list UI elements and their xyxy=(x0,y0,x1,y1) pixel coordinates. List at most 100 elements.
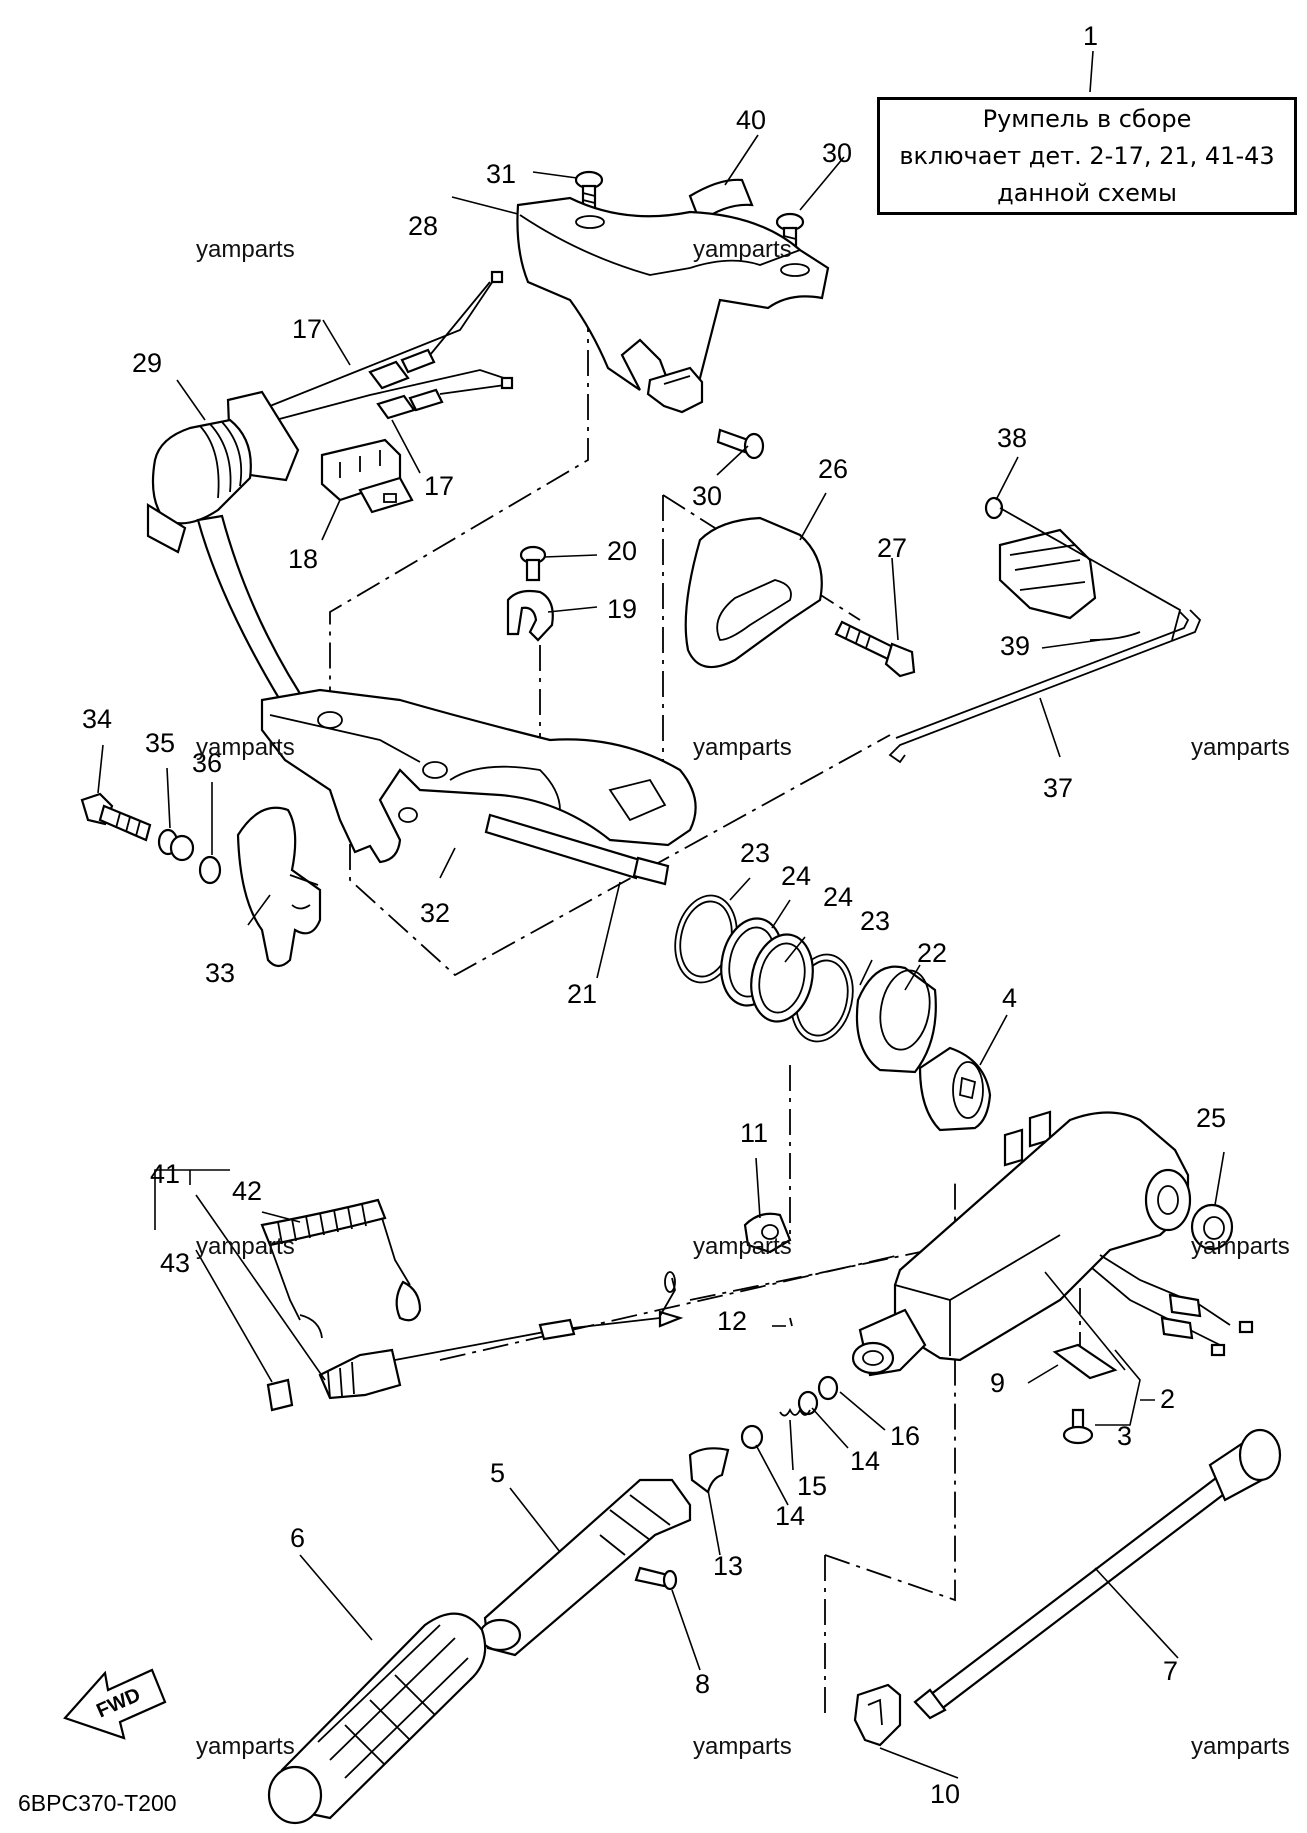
part-25-washer xyxy=(1190,1203,1234,1251)
watermark: yamparts xyxy=(693,734,792,761)
callout-17-bottom: 17 xyxy=(424,471,454,501)
callout-4: 4 xyxy=(1002,983,1017,1013)
callout-14-right: 14 xyxy=(850,1446,880,1476)
part-17-throttle-cables xyxy=(259,270,514,423)
part-21-shaft xyxy=(484,813,670,886)
callout-34: 34 xyxy=(82,704,112,734)
caption-line-3: данной схемы xyxy=(997,178,1177,207)
callout-24-right: 24 xyxy=(823,882,853,912)
part-41-stop-switch xyxy=(318,1348,402,1400)
part-39-stop-switch xyxy=(998,507,1182,641)
part-7-throttle-rod xyxy=(913,1428,1282,1720)
part-29-cable-grommet xyxy=(146,390,300,554)
diagram-code: 6BPC370-T200 xyxy=(18,1790,177,1816)
callout-42: 42 xyxy=(232,1176,262,1206)
callout-15: 15 xyxy=(797,1471,827,1501)
callout-23-left: 23 xyxy=(740,838,770,868)
callout-14-left: 14 xyxy=(775,1501,805,1531)
assembly-caption-box: Румпель в сборе включает дет. 2-17, 21, … xyxy=(877,97,1297,215)
callout-35: 35 xyxy=(145,728,175,758)
callout-33: 33 xyxy=(205,958,235,988)
part-13-friction-piece xyxy=(688,1447,730,1494)
callout-5: 5 xyxy=(490,1458,505,1488)
part-11-clip xyxy=(743,1212,792,1254)
callout-10: 10 xyxy=(930,1779,960,1809)
callout-37: 37 xyxy=(1043,773,1073,803)
callout-31: 31 xyxy=(486,159,516,189)
part-19-cable-clamp xyxy=(506,589,554,642)
callout-9: 9 xyxy=(990,1368,1005,1398)
part-43-cap xyxy=(266,1378,294,1412)
callout-1: 1 xyxy=(1083,21,1098,51)
cover-clip-bracket xyxy=(646,366,704,414)
watermarks: yamparts yamparts yamparts yamparts yamp… xyxy=(196,236,1290,1760)
callout-8: 8 xyxy=(695,1669,710,1699)
callout-32: 32 xyxy=(420,898,450,928)
callout-22: 22 xyxy=(917,938,947,968)
watermark: yamparts xyxy=(693,1733,792,1760)
callout-27: 27 xyxy=(877,533,907,563)
part-36-wave-washer xyxy=(198,855,222,885)
part-32-tiller-bracket xyxy=(260,688,697,864)
watermark: yamparts xyxy=(1191,1233,1290,1260)
caption-line-2: включает дет. 2-17, 21, 41-43 xyxy=(899,141,1275,170)
fwd-direction-arrow: FWD xyxy=(63,1668,167,1740)
watermark: yamparts xyxy=(196,1733,295,1760)
callout-36: 36 xyxy=(192,748,222,778)
part-38-washer xyxy=(984,496,1004,520)
callout-23-right: 23 xyxy=(860,906,890,936)
part-2-tiller-handle xyxy=(851,1110,1254,1377)
callout-6: 6 xyxy=(290,1523,305,1553)
part-22-sleeve xyxy=(855,965,937,1074)
callout-2: 2 xyxy=(1160,1384,1175,1414)
callout-18: 18 xyxy=(288,544,318,574)
part-12-pin xyxy=(789,1317,793,1327)
part-26-friction-plate xyxy=(684,516,823,669)
callout-12: 12 xyxy=(717,1306,747,1336)
callout-41: 41 xyxy=(150,1159,180,1189)
callout-16: 16 xyxy=(890,1421,920,1451)
callout-28: 28 xyxy=(408,211,438,241)
part-4-bushing xyxy=(918,1046,992,1132)
callout-26: 26 xyxy=(818,454,848,484)
watermark: yamparts xyxy=(1191,1733,1290,1760)
part-37-link-rod xyxy=(888,609,1202,764)
callout-11: 11 xyxy=(740,1118,768,1148)
part-10-rod-clip xyxy=(853,1683,902,1747)
callout-20: 20 xyxy=(607,536,637,566)
callout-39: 39 xyxy=(1000,631,1030,661)
callout-30-top: 30 xyxy=(822,138,852,168)
caption-line-1: Румпель в сборе xyxy=(982,104,1192,133)
callout-24-left: 24 xyxy=(781,861,811,891)
part-35-collar xyxy=(157,828,195,862)
callout-21: 21 xyxy=(567,979,597,1009)
watermark: yamparts xyxy=(196,236,295,263)
part-14-15-16-washers-spring xyxy=(740,1375,839,1450)
part-33-friction-lever xyxy=(236,806,322,968)
watermark: yamparts xyxy=(693,1233,792,1260)
callout-3: 3 xyxy=(1117,1421,1132,1451)
throttle-rod xyxy=(394,1271,684,1361)
callout-numbers: 1 40 30 31 28 17 29 17 30 18 20 19 26 27… xyxy=(82,21,1226,1809)
callout-17-top: 17 xyxy=(292,314,322,344)
watermark: yamparts xyxy=(196,1233,295,1260)
callout-40: 40 xyxy=(736,105,766,135)
watermark: yamparts xyxy=(693,236,792,263)
part-8-screw xyxy=(634,1566,678,1591)
part-20-bolt xyxy=(519,545,547,582)
part-30-screw-lower xyxy=(716,428,765,460)
leader-lines xyxy=(97,50,1225,1779)
callout-29: 29 xyxy=(132,348,162,378)
part-6-throttle-grip xyxy=(267,1612,487,1825)
callout-30-lower: 30 xyxy=(692,481,722,511)
callout-43: 43 xyxy=(160,1248,190,1278)
callout-7: 7 xyxy=(1163,1656,1178,1686)
part-42-lanyard-cord xyxy=(260,1198,422,1339)
callout-19: 19 xyxy=(607,594,637,624)
part-9-plate xyxy=(1052,1343,1118,1380)
callout-25: 25 xyxy=(1196,1103,1226,1133)
watermark: yamparts xyxy=(196,734,295,761)
part-3-screw xyxy=(1062,1408,1094,1445)
callout-38: 38 xyxy=(997,423,1027,453)
